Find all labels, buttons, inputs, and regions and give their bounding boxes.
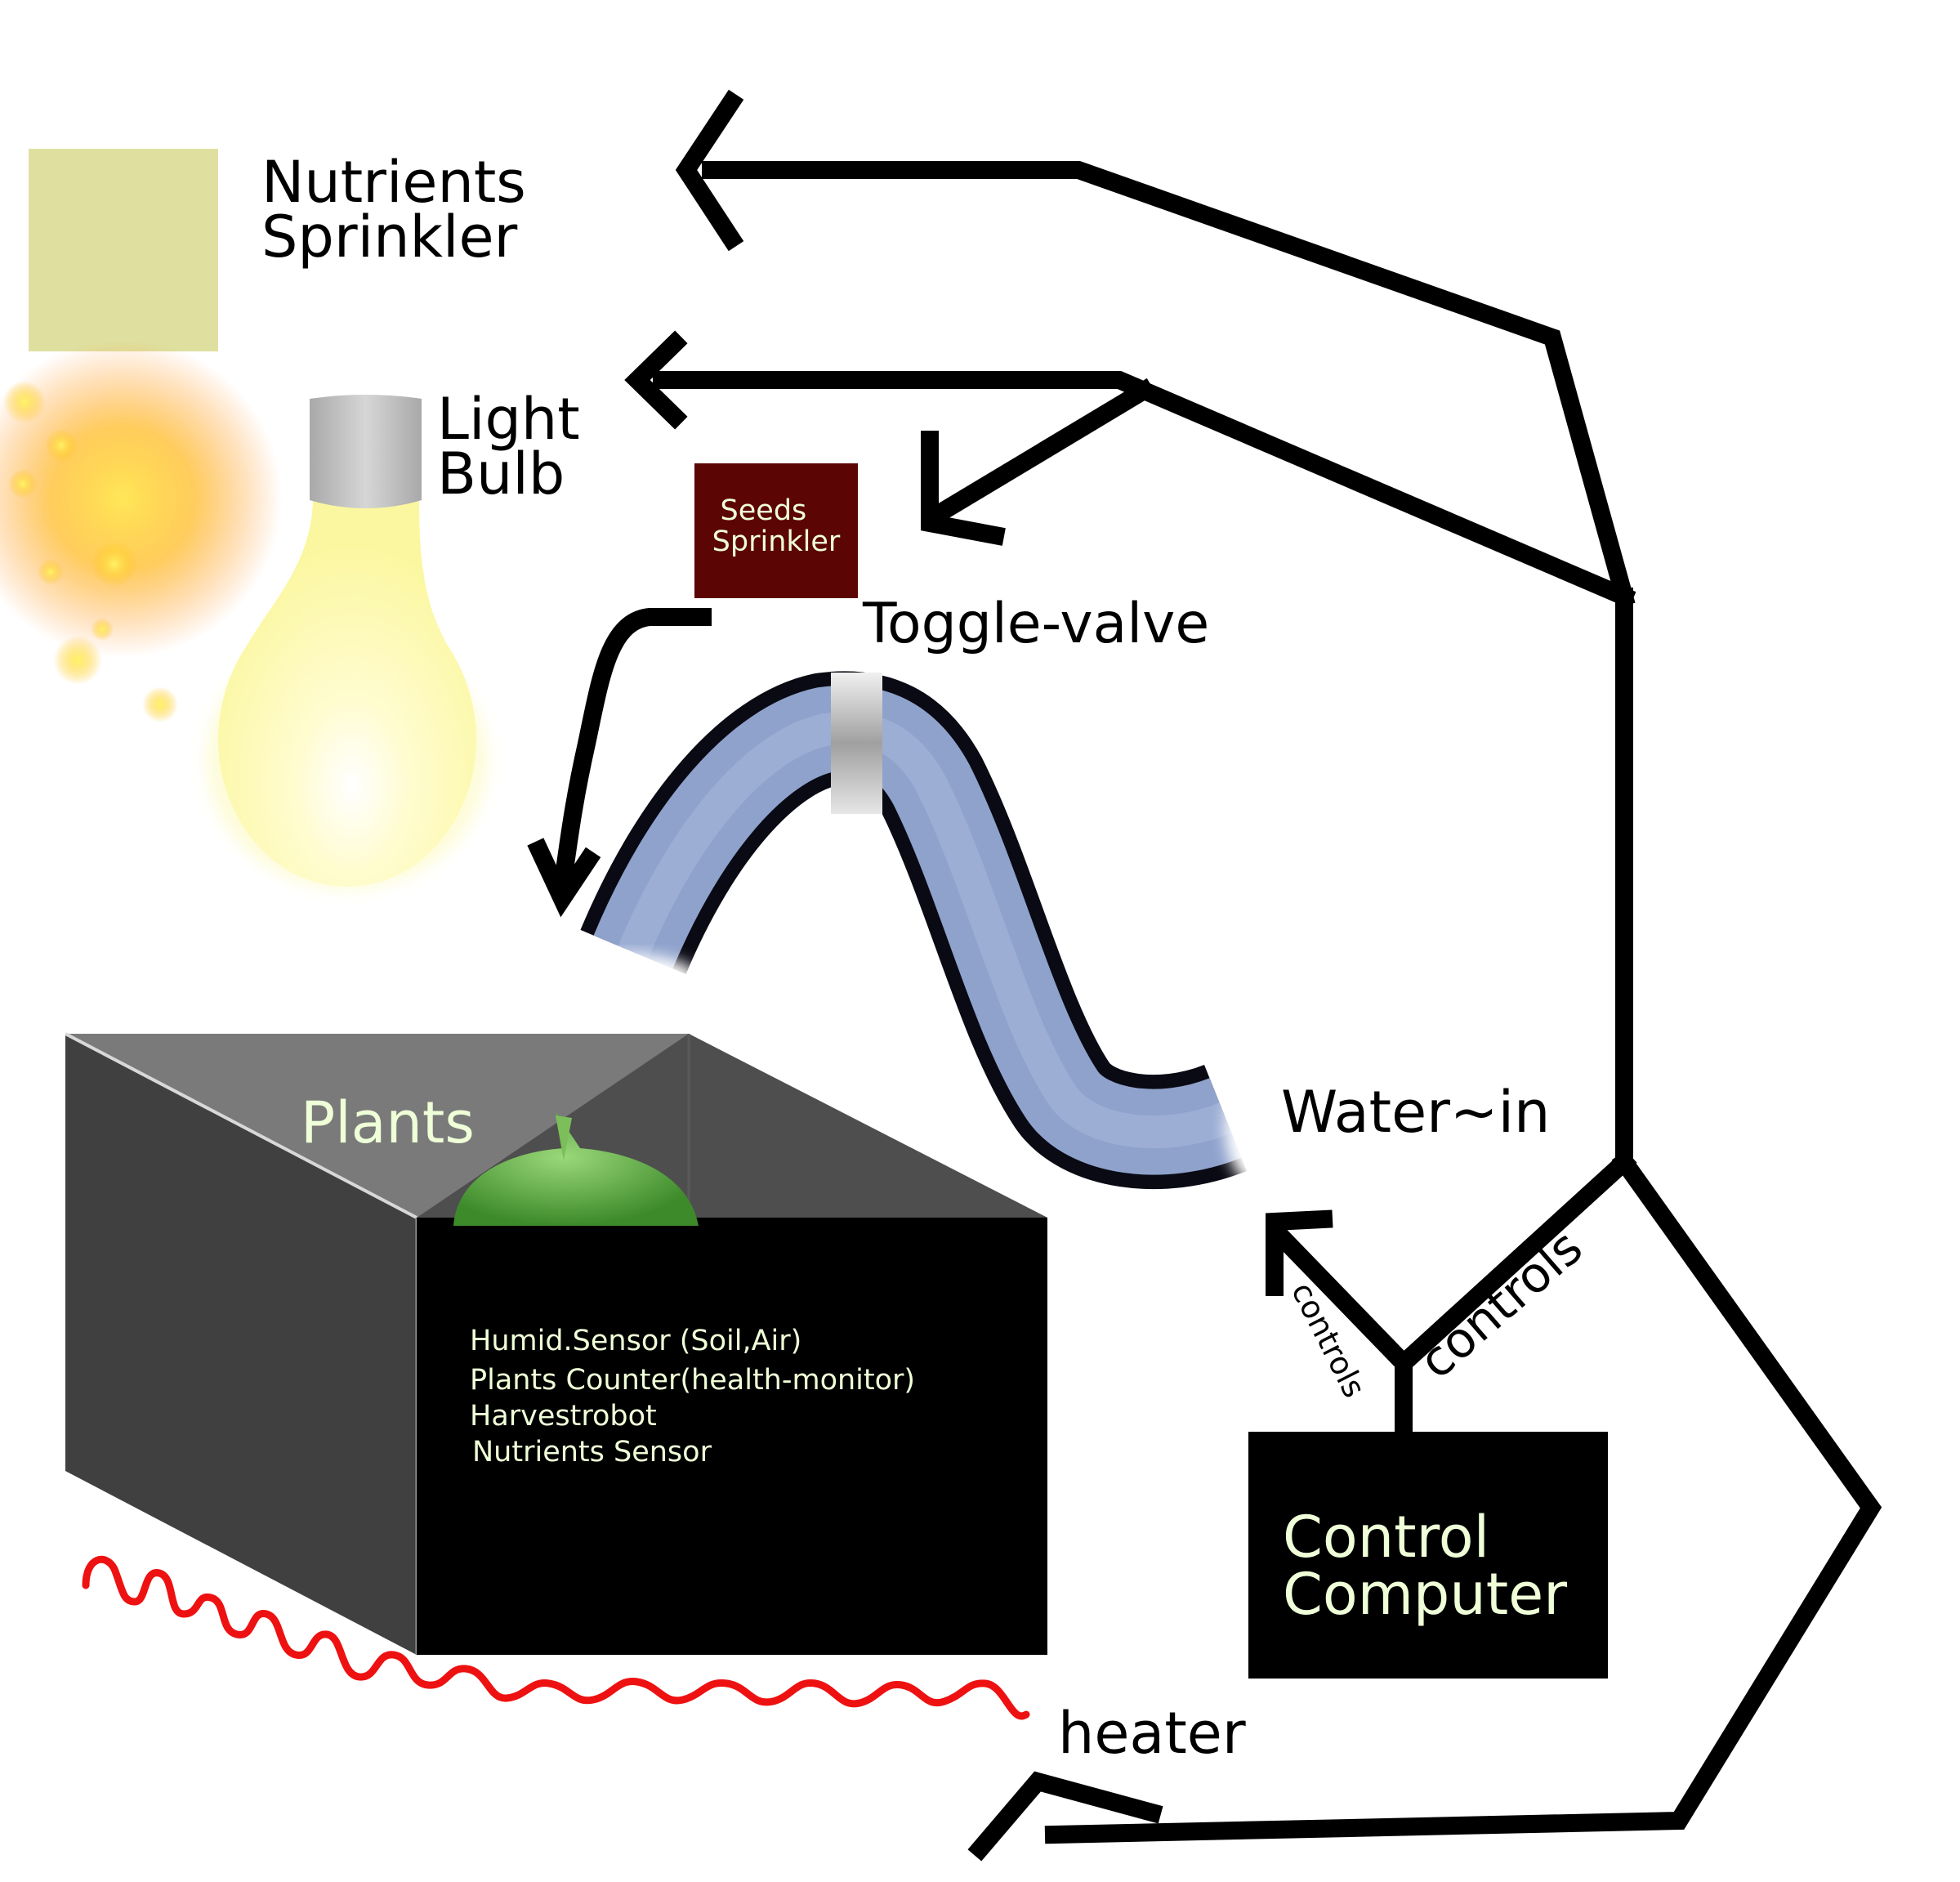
- wire-to-nutrients: [702, 161, 1636, 608]
- water-pipe: [560, 671, 1291, 1190]
- arrow-heater: [967, 1771, 1163, 1862]
- control-computer-label: Control Computer: [1283, 1504, 1567, 1628]
- toggle-valve-label: Toggle-valve: [862, 592, 1209, 656]
- seeds-sprinkler-label: Seeds Sprinkler: [712, 494, 841, 558]
- arrow-heads: [527, 89, 1333, 1862]
- wire-to-heater: [1044, 1149, 1882, 1844]
- heater-label: heater: [1058, 1700, 1246, 1767]
- box-sensor-item: Humid.Sensor (Soil,Air): [470, 1325, 801, 1357]
- wire-to-bus: [1391, 1149, 1637, 1376]
- arrow-nutrients: [675, 89, 744, 252]
- control-wires: [551, 161, 1882, 1844]
- light-bulb-icon: [207, 395, 488, 889]
- plant-icon: [453, 1111, 699, 1226]
- water-in-label: Water~in: [1281, 1079, 1550, 1146]
- arrow-plants: [527, 838, 601, 918]
- nutrients-sprinkler-box: [29, 149, 218, 351]
- seeds-sprinkler-box: [694, 463, 858, 598]
- wire-to-seeds: [926, 378, 1157, 526]
- wire-to-water-in: [1266, 1221, 1417, 1376]
- box-sensor-item: Harvestrobot: [470, 1400, 657, 1433]
- arrow-seeds: [921, 431, 1006, 546]
- box-sensor-item: Plants Counter(health-monitor): [470, 1364, 915, 1397]
- light-bulb-label: Light Bulb: [437, 386, 598, 507]
- control-computer-box: [1248, 1432, 1608, 1679]
- heater-wave-icon: [82, 1555, 1030, 1720]
- controls-label-right: controls: [1409, 1219, 1593, 1391]
- toggle-valve: [831, 673, 882, 814]
- nutrients-sprinkler-label: Nutrients Sprinkler: [261, 149, 544, 270]
- plants-label: Plants: [301, 1089, 475, 1156]
- box-sensors-list: Humid.Sensor (Soil,Air) Plants Counter(h…: [470, 1325, 924, 1468]
- arrow-light: [624, 330, 688, 430]
- plant-box-front: [417, 1218, 1047, 1655]
- wire-seeds-to-plants: [551, 608, 712, 897]
- arrow-water-in: [1266, 1209, 1333, 1296]
- plant-box: [65, 1032, 1047, 1655]
- wire-to-light: [653, 371, 1636, 609]
- box-sensor-item: Nutrients Sensor: [472, 1436, 712, 1468]
- sun-glow-icon: [0, 339, 282, 722]
